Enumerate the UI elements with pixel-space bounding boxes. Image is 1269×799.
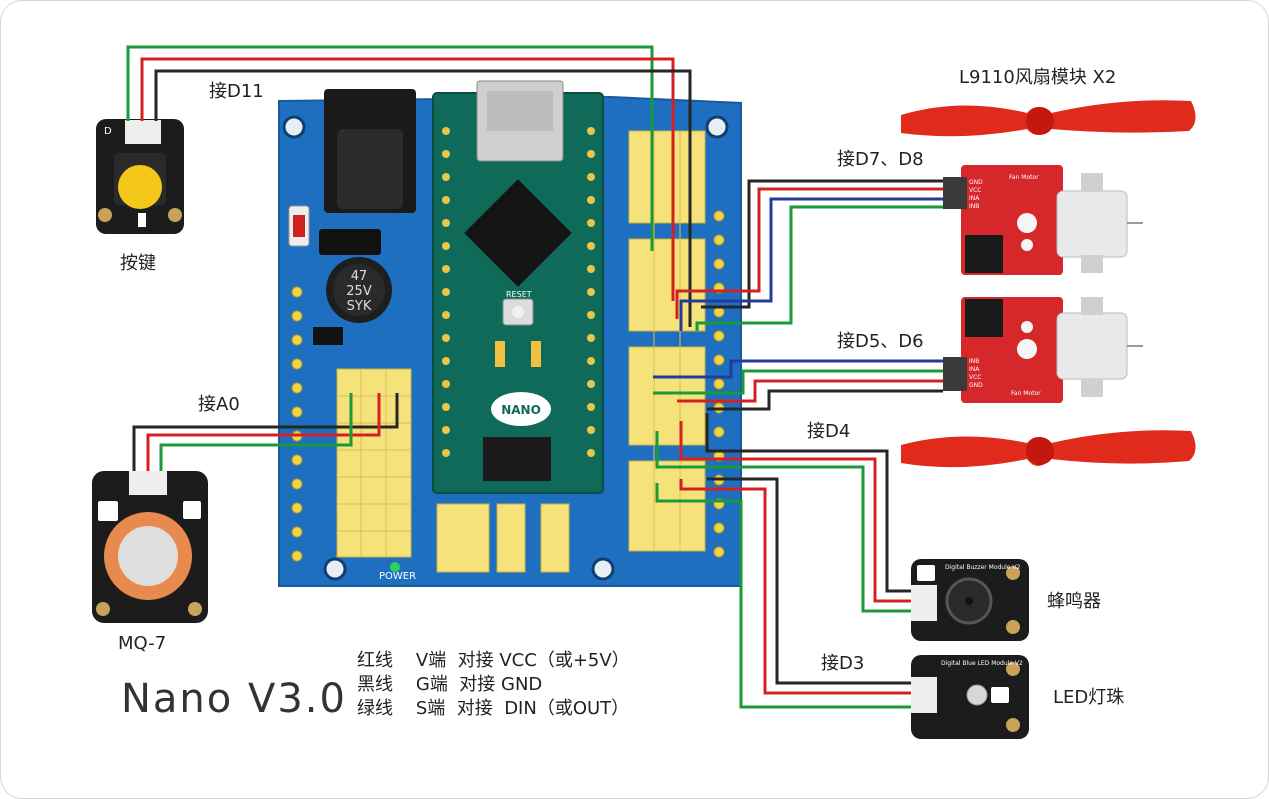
expansion-shield-board: 47 25V SYK: [278, 89, 742, 587]
buzzer-pin-label: 接D4: [807, 421, 851, 442]
wire-button-green: [126, 45, 654, 251]
fan-driver-chip-bottom: [965, 299, 1003, 337]
wire-sensor-green: [159, 393, 353, 471]
wire-button-red: [140, 57, 675, 301]
buzzer-connector: [911, 585, 937, 621]
power-label: POWER: [379, 571, 416, 582]
nano-logo-text: NANO: [501, 403, 541, 417]
digital-header-mid1: [628, 238, 706, 332]
wire-sensor-black: [132, 393, 399, 471]
wire-legend: 红线 V端 对接 VCC（或+5V） 黑线 G端 对接 GND 绿线 S端 对接…: [357, 649, 630, 721]
buzzer-name-label: 蜂鸣器: [1047, 591, 1101, 612]
nano-reset-label: RESET: [506, 290, 532, 299]
led-pin-label: 接D3: [821, 653, 865, 674]
fan-top-pin-2: INA: [969, 195, 980, 202]
wire-fan2-blue: [653, 359, 943, 379]
wires: [126, 45, 943, 709]
cap-label-1: 25V: [346, 284, 372, 299]
fan-driver-chip-top: [965, 235, 1003, 273]
wire-buzzer-red: [679, 421, 911, 603]
wire-fan2-black: [707, 389, 943, 411]
digital-header-bottom: [628, 460, 706, 552]
fan-top-text: Fan Motor: [1009, 174, 1039, 181]
fan-bottom-pin-0: INB: [969, 358, 979, 365]
mq7-sensor-module: [92, 471, 208, 623]
nano-board: RESET NANO: [432, 80, 604, 494]
analog-header: [336, 368, 412, 558]
wire-fan1-black: [701, 179, 943, 309]
button-module: D: [96, 119, 184, 234]
legend-red: 红线 V端 对接 VCC（或+5V）: [357, 650, 630, 671]
fan-top-pin-3: INB: [969, 203, 979, 210]
cap-label-0: 47: [351, 269, 368, 284]
wire-fan2-green: [653, 369, 943, 395]
wire-fan1-red: [675, 187, 943, 319]
led-name-label: LED灯珠: [1053, 687, 1125, 708]
wire-fan1-green: [695, 205, 943, 331]
wire-buzzer-green: [655, 431, 911, 613]
button-name-label: 按键: [120, 253, 156, 274]
led-module-text: Digital Blue LED Module V2: [941, 660, 1023, 667]
fan2-pin-label: 接D5、D6: [837, 331, 924, 352]
fan1-pin-label: 接D7、D8: [837, 149, 924, 170]
fan-top-pin-1: VCC: [969, 187, 981, 194]
sensor-name-label: MQ-7: [118, 633, 167, 654]
fan-title-label: L9110风扇模块 X2: [959, 67, 1117, 88]
icsp-header: [483, 437, 551, 481]
fan-bottom-pin-3: GND: [969, 382, 983, 389]
mcu-chip: [464, 179, 572, 287]
wire-led-red: [679, 479, 911, 695]
wire-led-black: [707, 477, 911, 685]
fan-top-pin-0: GND: [969, 179, 983, 186]
fan-module-top: GND VCC INA INB Fan Motor: [943, 165, 1143, 275]
wire-led-green: [655, 483, 911, 709]
wire-sensor-red: [146, 393, 381, 471]
wire-buzzer-black: [705, 413, 911, 593]
buzzer-module-text: Digital Buzzer Module V2: [945, 564, 1020, 571]
fan-propeller-top: [901, 100, 1196, 137]
fan-bottom-text: Fan Motor: [1011, 390, 1041, 397]
fan-module-bottom: INB INA VCC GND Fan Motor: [943, 297, 1143, 403]
buzzer-module: Digital Buzzer Module V2: [911, 559, 1029, 641]
wire-fan2-red: [677, 379, 943, 403]
board-title: Nano V3.0: [121, 676, 347, 722]
nano-logo: [491, 392, 551, 426]
led-module: Digital Blue LED Module V2: [911, 655, 1029, 739]
fan-propeller-bottom: [901, 430, 1196, 468]
svg-text:D: D: [104, 126, 112, 137]
legend-black: 黑线 G端 对接 GND: [357, 674, 543, 695]
fan-motor-top: [1056, 190, 1128, 258]
push-button-cap: [118, 165, 162, 209]
digital-header-mid2: [628, 346, 706, 446]
led-bulb: [966, 684, 988, 706]
digital-header-top: [628, 130, 706, 224]
wire-button-black: [154, 69, 692, 327]
legend-green: 绿线 S端 对接 DIN（或OUT）: [357, 698, 630, 719]
fan-bottom-pin-1: INA: [969, 366, 980, 373]
fan-bottom-pin-2: VCC: [969, 374, 981, 381]
button-pin-label: 接D11: [209, 81, 264, 102]
button-connector: [125, 120, 161, 144]
cap-label-2: SYK: [347, 299, 372, 314]
wire-fan1-blue: [679, 197, 943, 331]
sensor-pin-label: 接A0: [198, 394, 240, 415]
led-connector: [911, 677, 937, 713]
fan-motor-bottom: [1056, 312, 1128, 380]
sensor-connector: [129, 471, 167, 495]
